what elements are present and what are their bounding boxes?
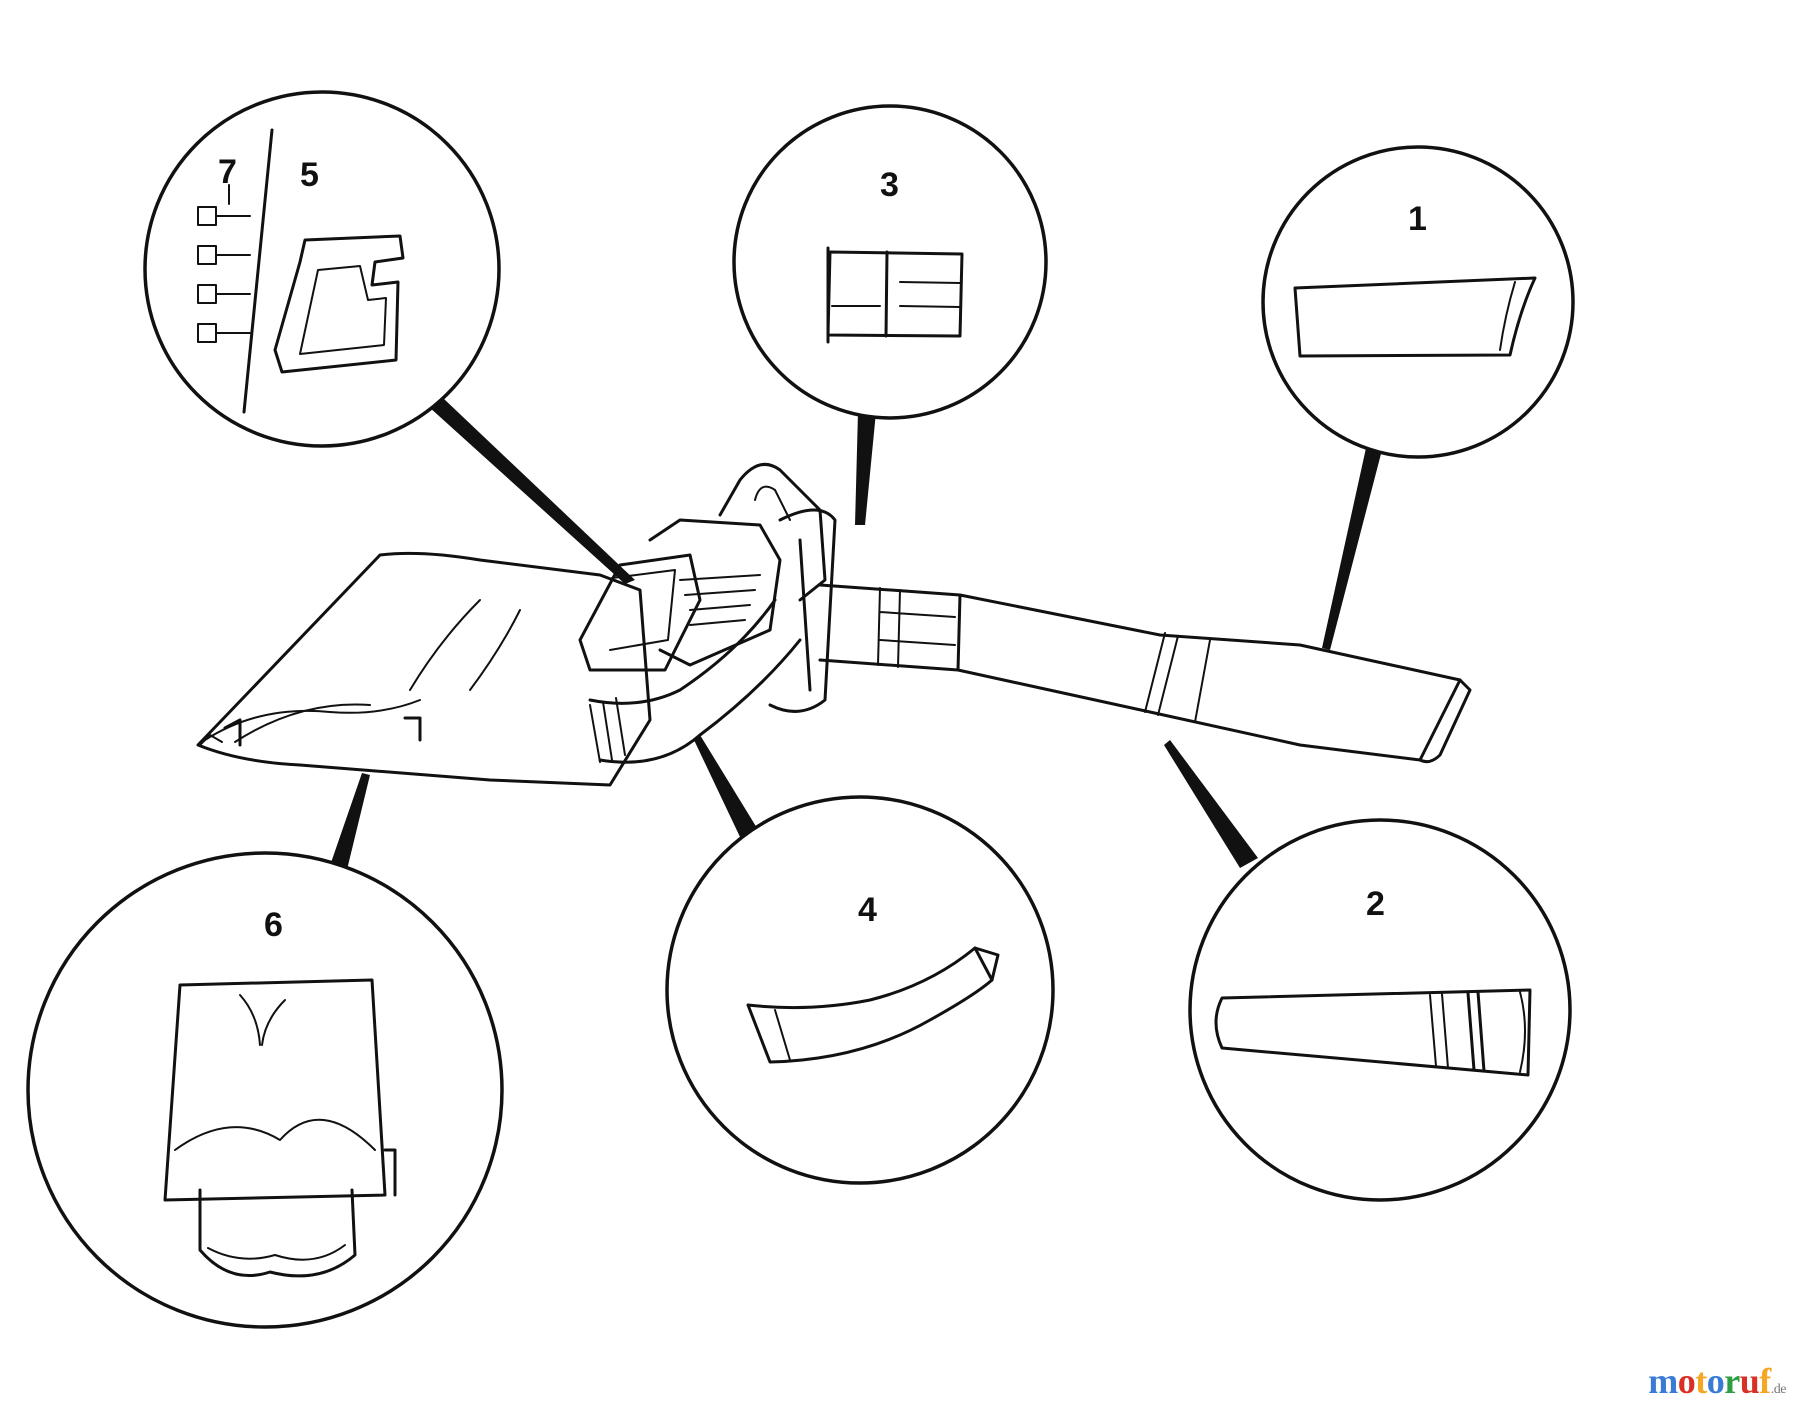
watermark-letter: o [1706, 1361, 1725, 1401]
callout-number-7: 7 [218, 153, 237, 191]
callout-circle-2 [1188, 818, 1572, 1202]
auxiliary-handle-part-illustration [273, 234, 405, 374]
tube-connector-part-illustration [826, 246, 964, 344]
leader-6 [325, 773, 370, 882]
collection-bag-part-illustration [163, 978, 397, 1278]
watermark-letter: r [1724, 1361, 1740, 1401]
watermark-letter: f [1759, 1361, 1771, 1401]
elbow-tube-part-illustration [746, 946, 1000, 1064]
leader-3 [855, 412, 876, 525]
callout-number-3: 3 [880, 166, 899, 204]
leader-4 [694, 735, 768, 858]
callout-leaders [325, 380, 1382, 882]
vacuum-tube-part-illustration [1214, 988, 1532, 1077]
callout-circle-3 [732, 104, 1048, 420]
leader-1 [1322, 448, 1382, 650]
callout-numbers: 7 5 3 1 6 4 2 [218, 153, 1427, 944]
callout-number-1: 1 [1408, 200, 1427, 238]
watermark-logo: motoruf.de [1648, 1360, 1786, 1402]
watermark-letter: u [1739, 1361, 1760, 1401]
callout-number-5: 5 [300, 156, 319, 194]
watermark-letter: m [1648, 1361, 1678, 1401]
callout-circle-5-7 [143, 90, 501, 448]
watermark-letter: t [1695, 1361, 1707, 1401]
callout-number-2: 2 [1366, 885, 1385, 923]
callout-circle-4 [665, 795, 1055, 1185]
callout-number-4: 4 [858, 891, 877, 929]
callout-circle-6 [26, 851, 504, 1329]
callout-circle-1 [1261, 145, 1575, 459]
watermark-tld: .de [1770, 1382, 1787, 1397]
screws-part-illustration [197, 184, 251, 343]
leader-5 [408, 380, 635, 584]
callout-number-6: 6 [264, 906, 283, 944]
watermark-letter: o [1677, 1361, 1696, 1401]
leader-2 [1164, 740, 1258, 868]
blower-tube-part-illustration [1293, 276, 1537, 358]
leaf-blower-vacuum-assembly [196, 462, 1472, 787]
